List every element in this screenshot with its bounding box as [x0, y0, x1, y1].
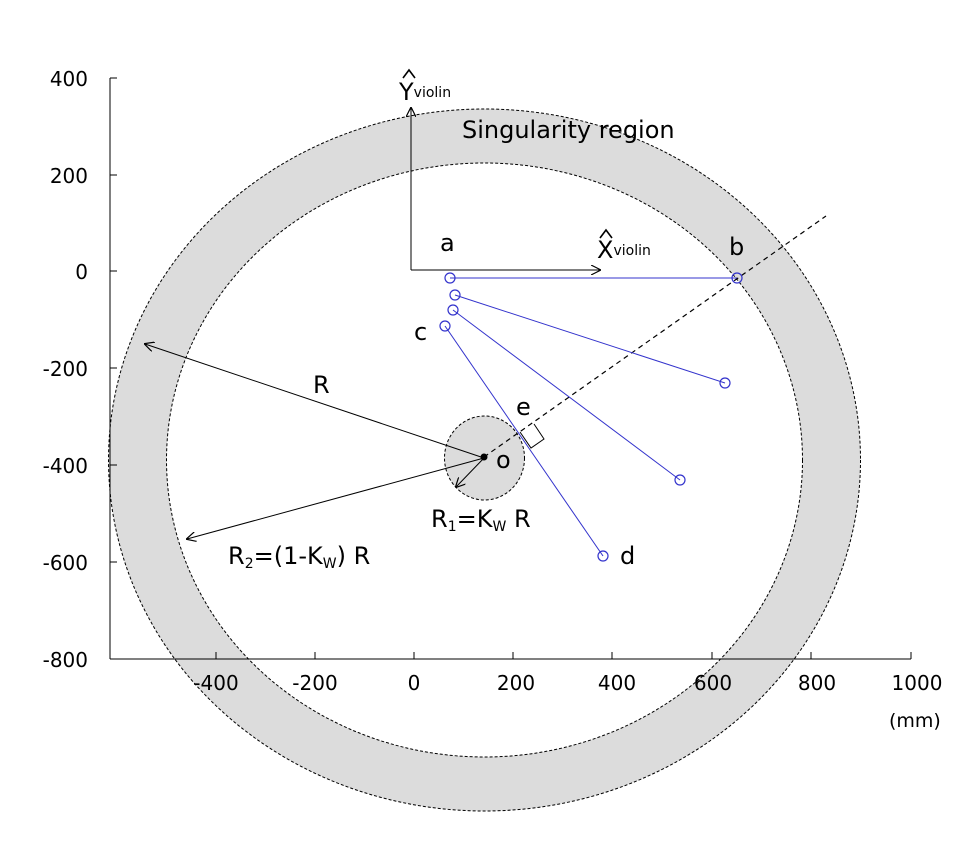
segment-endpoint-marker [674, 474, 686, 486]
segment-endpoint-marker [444, 272, 456, 284]
hat-accent-icon [599, 228, 613, 239]
x-tick-label: 800 [798, 671, 836, 695]
y-tick-label: -200 [43, 357, 88, 381]
singularity-region-label: Singularity region [462, 116, 675, 144]
segment-endpoint-marker [719, 377, 731, 389]
y-tick-label: -600 [43, 551, 88, 575]
dashed-direction-line [483, 215, 827, 458]
y-axis [109, 77, 117, 660]
point-label-c: c [414, 318, 427, 346]
center-point-o [480, 453, 488, 461]
y-tick-label: -800 [43, 648, 88, 672]
x-tick-label: 600 [694, 671, 732, 695]
x-tick-label: 1000 [892, 671, 943, 695]
right-angle-marker [519, 423, 545, 449]
violin-y-axis-label: Yviolin [398, 68, 451, 106]
y-tick-label: 400 [50, 67, 88, 91]
violin-y-main: Y [398, 78, 414, 106]
point-label-b: b [729, 233, 744, 261]
outer-boundary-circle [108, 108, 861, 812]
inner-boundary-circle [166, 162, 803, 758]
y-tick-label: -400 [43, 454, 88, 478]
violin-x-sub: violin [613, 243, 650, 259]
x-tick-label: -400 [193, 671, 238, 695]
x-tick-label: 0 [408, 671, 421, 695]
point-label-o: o [496, 446, 511, 474]
y-tick-label: 200 [50, 164, 88, 188]
radius-r1-arrow [456, 457, 485, 487]
radius-r2-label: R2=(1-KW) R [228, 542, 370, 572]
y-tick-label: 0 [75, 260, 88, 284]
bow-segment [452, 309, 681, 481]
point-label-d: d [620, 542, 635, 570]
violin-y-sub: violin [414, 85, 451, 101]
point-label-e: e [516, 393, 531, 421]
hat-accent-icon [402, 68, 416, 79]
radius-r1-label: R1=KW R [431, 505, 531, 535]
x-tick-labels: -400 -200 0 200 400 600 800 1000 [193, 671, 942, 695]
segment-endpoint-marker [597, 550, 609, 562]
bow-segment [454, 294, 726, 384]
radius-r-arrow [145, 344, 485, 459]
unit-label: (mm) [889, 710, 941, 732]
bow-segment [444, 325, 604, 557]
svg-text:Xviolin: Xviolin [597, 236, 651, 264]
x-axis [110, 652, 912, 660]
y-tick-labels: 400 200 0 -200 -400 -600 -800 [43, 67, 88, 672]
segment-endpoint-marker [731, 272, 743, 284]
radius-r-label: R [313, 371, 330, 399]
radius-r2-arrow [187, 457, 485, 539]
violin-x-main: X [597, 236, 613, 264]
bow-endpoints [439, 272, 743, 562]
x-tick-label: -200 [292, 671, 337, 695]
segment-endpoint-marker [439, 320, 451, 332]
bow-segments [444, 277, 737, 557]
x-tick-label: 200 [497, 671, 535, 695]
segment-endpoint-marker [449, 289, 461, 301]
violin-x-axis-label: Xviolin [597, 228, 651, 264]
segment-endpoint-marker [447, 304, 459, 316]
svg-text:Yviolin: Yviolin [398, 78, 451, 106]
point-label-a: a [440, 229, 455, 257]
x-tick-label: 400 [598, 671, 636, 695]
